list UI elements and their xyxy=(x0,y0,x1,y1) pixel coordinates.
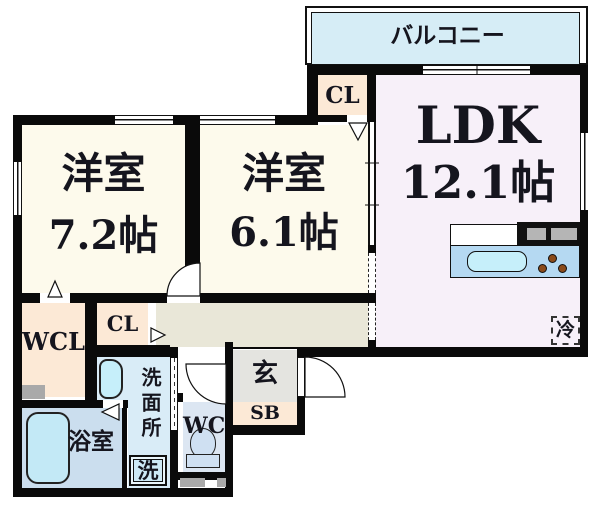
washroom-sink xyxy=(99,359,123,399)
wall-bottom-outer xyxy=(13,488,233,497)
wall-washroom-right-top xyxy=(170,347,178,358)
window-bedroom61-top xyxy=(200,115,275,125)
wall-mid-b xyxy=(70,293,167,303)
wall-washroom-right-bottom xyxy=(170,430,178,488)
bedroom61-name-label: 洋室 xyxy=(241,149,326,198)
wall-ldk-top-right xyxy=(530,65,588,75)
opening-ldk-a xyxy=(368,253,376,293)
wall-mid-a xyxy=(13,293,40,303)
refrigerator-label: 冷 xyxy=(555,319,575,341)
room-closet-hall xyxy=(97,303,148,345)
wall-bath-top-b xyxy=(123,400,128,408)
bathroom-label: 浴室 xyxy=(68,428,114,455)
wall-divider-stub-a xyxy=(368,245,376,253)
wall-wc-top-a xyxy=(178,393,183,402)
room-shoe-box xyxy=(233,402,297,425)
door-arc-bedroom72 xyxy=(166,262,201,297)
wall-bath-top-a xyxy=(13,400,103,408)
toilet-bowl-icon xyxy=(190,428,216,458)
wall-top-b xyxy=(173,115,200,125)
wall-closet-upper-left xyxy=(307,65,318,122)
door-gap-closet-upper xyxy=(347,115,365,122)
bedroom72-name-label: 洋室 xyxy=(61,149,146,198)
room-closet-upper xyxy=(318,75,367,115)
meter-box-b xyxy=(217,478,226,487)
ldk-size-label: 12.1帖 xyxy=(400,156,556,209)
wall-top-c xyxy=(275,115,318,125)
door-arc-entrance xyxy=(304,356,346,398)
closet-upper-label: CL xyxy=(325,82,360,109)
wall-right-upper xyxy=(580,65,588,133)
washer-label: 洗 xyxy=(137,458,159,483)
door-arc-wc xyxy=(185,363,227,405)
wall-left-a xyxy=(13,115,22,162)
window-ldk-right xyxy=(580,133,588,210)
wall-entrance-right xyxy=(297,397,305,435)
bathtub xyxy=(26,412,70,484)
wcl-label: WCL xyxy=(22,327,85,356)
hallway xyxy=(156,303,368,347)
kitchen-stove-knob-a xyxy=(527,228,546,240)
burner-icon-b xyxy=(538,264,547,273)
door-gap-wcl xyxy=(40,293,70,303)
room-ldk xyxy=(376,75,580,347)
balcony-deck xyxy=(311,12,580,65)
door-gap-wc xyxy=(183,393,222,402)
folding-door-icon-wcl xyxy=(47,279,63,298)
ldk-name-label: LDK xyxy=(415,96,541,156)
bedroom72-size-label: 7.2帖 xyxy=(48,212,159,259)
wall-mid-c xyxy=(200,293,376,303)
room-entrance xyxy=(233,350,297,402)
folding-door-icon-bath xyxy=(100,403,120,421)
room-bedroom-72 xyxy=(22,125,185,293)
kitchen-sink xyxy=(467,251,527,272)
folding-door-icon-closet-upper xyxy=(348,122,368,142)
wall-bath-washroom xyxy=(122,408,127,488)
door-gap-closet-hall xyxy=(148,303,156,345)
door-gap-bedroom72 xyxy=(167,293,200,303)
wall-ldk-bottom xyxy=(297,347,588,357)
wall-wc-entrance xyxy=(225,342,233,488)
room-bedroom-61 xyxy=(200,125,368,293)
kitchen-stove-knob-b xyxy=(551,228,577,240)
room-walk-in-closet xyxy=(22,303,85,397)
wall-right-lower xyxy=(580,210,588,357)
entrance-threshold-line xyxy=(233,347,297,349)
wall-partition-bedrooms xyxy=(185,125,200,303)
burner-icon-c xyxy=(558,264,567,273)
washer-pan xyxy=(129,455,167,486)
folding-door-icon-closet-hall xyxy=(150,327,167,343)
toilet-tank-icon xyxy=(186,454,220,468)
wall-closet-upper-right xyxy=(367,65,376,122)
shoe-box-label: SB xyxy=(250,402,280,424)
door-gap-bath xyxy=(103,400,123,408)
wall-wc-bottom xyxy=(178,472,233,480)
wall-top-a xyxy=(13,115,115,125)
closet-hall-label: CL xyxy=(106,311,139,336)
wall-closet-upper-bottom xyxy=(318,115,347,122)
wall-left-b xyxy=(13,215,22,497)
wall-ldk-top-left xyxy=(307,65,423,75)
window-bedroom72-left xyxy=(13,162,22,215)
balcony-label: バルコニー xyxy=(390,22,505,49)
entrance-label: 玄 xyxy=(251,359,278,389)
wall-divider-stub-b xyxy=(368,340,376,357)
opening-hall-ldk xyxy=(368,303,376,340)
wall-below-closet-hall xyxy=(85,345,170,357)
window-bedroom72-top xyxy=(115,115,173,125)
meter-box-a xyxy=(180,478,205,487)
pipe-space-block xyxy=(22,385,45,399)
sliding-door-washroom xyxy=(170,358,178,430)
burner-icon-a xyxy=(548,254,557,263)
wall-shoebox-bottom xyxy=(225,425,305,435)
sliding-door-bedroom61-ldk xyxy=(368,122,376,245)
wc-label: WC xyxy=(183,413,226,439)
bedroom61-size-label: 6.1帖 xyxy=(229,209,339,256)
refrigerator-box xyxy=(551,316,580,345)
washroom-label: 洗面所 xyxy=(138,366,162,442)
